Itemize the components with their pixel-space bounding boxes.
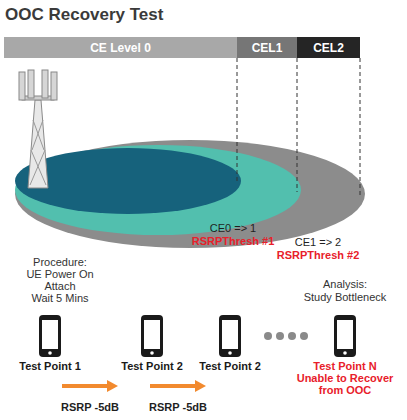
phone-button [48, 351, 52, 355]
procedure-heading: Procedure: [33, 256, 87, 268]
phone-screen [144, 320, 160, 349]
ellipsis-dot [264, 332, 272, 340]
cel2-coverage [15, 140, 365, 248]
cel1-coverage [15, 145, 301, 235]
phone-icon [333, 314, 357, 358]
phone-icon [140, 314, 164, 358]
analysis-step: Study Bottleneck [304, 291, 387, 303]
tower-strut [30, 150, 45, 185]
tower-strut [33, 120, 44, 150]
band-label: CE Level 0 [90, 42, 151, 54]
tower-mast [28, 100, 48, 188]
step-label: RSRP -5dB [149, 401, 207, 413]
test-point-note: Test Point N [292, 360, 398, 372]
threshold-name: RSRPThresh #2 [277, 249, 360, 261]
phone-screen [42, 320, 58, 349]
ce-level-band: CEL1 [237, 37, 297, 58]
procedure-step: UE Power On [26, 268, 93, 280]
boundary-line [297, 58, 298, 192]
step-arrow [62, 384, 108, 388]
step-label: RSRP -5dB [61, 401, 119, 413]
test-point-phone: Test Point 2 [197, 314, 263, 372]
phone-body [334, 315, 356, 357]
procedure-step: Attach [44, 280, 75, 292]
diagram-title: OOC Recovery Test [5, 5, 163, 25]
ellipsis-dot [276, 332, 284, 340]
test-point-label: Test Point 1 [19, 360, 81, 372]
test-point-phone: Test Point NUnable to Recover from OOC [290, 314, 400, 396]
ellipsis-dot [288, 332, 296, 340]
test-point-note: Unable to Recover from OOC [292, 372, 398, 396]
phone-button [228, 351, 232, 355]
tower-platform [22, 96, 54, 100]
threshold-transition: CE1 => 2 [295, 236, 341, 248]
phone-button [343, 351, 347, 355]
threshold-transition: CE0 => 1 [210, 222, 256, 234]
test-point-phone: Test Point 1 [17, 314, 83, 372]
phone-body [219, 315, 241, 357]
ellipsis-dot [300, 332, 308, 340]
phone-screen [337, 320, 353, 349]
phone-icon [38, 314, 62, 358]
antenna-panel [28, 70, 34, 98]
procedure-step: Wait 5 Mins [31, 292, 88, 304]
antenna-panel [19, 72, 25, 100]
phone-screen [222, 320, 238, 349]
tower-strut [32, 120, 43, 150]
ce-level-band: CEL2 [297, 37, 360, 58]
boundary-line [360, 58, 361, 196]
phone-button [150, 351, 154, 355]
ce-level-band: CE Level 0 [4, 37, 237, 58]
arrow-head [195, 380, 206, 392]
cel0-coverage [15, 148, 241, 214]
phone-icon [218, 314, 242, 358]
antenna-panel [42, 70, 48, 98]
band-label: CEL1 [252, 42, 283, 54]
cell-tower [19, 70, 57, 188]
step-arrow [150, 384, 196, 388]
phone-body [39, 315, 61, 357]
band-label: CEL2 [313, 42, 344, 54]
antenna-panel [51, 72, 57, 100]
tower-strut [31, 150, 46, 185]
analysis-heading: Analysis: [323, 278, 367, 290]
boundary-line [237, 58, 238, 182]
test-point-label: Test Point 2 [199, 360, 261, 372]
threshold-name: RSRPThresh #1 [192, 235, 275, 247]
test-point-label: Test Point 2 [121, 360, 183, 372]
arrow-head [107, 380, 118, 392]
test-point-phone: Test Point 2 [119, 314, 185, 372]
phone-body [141, 315, 163, 357]
